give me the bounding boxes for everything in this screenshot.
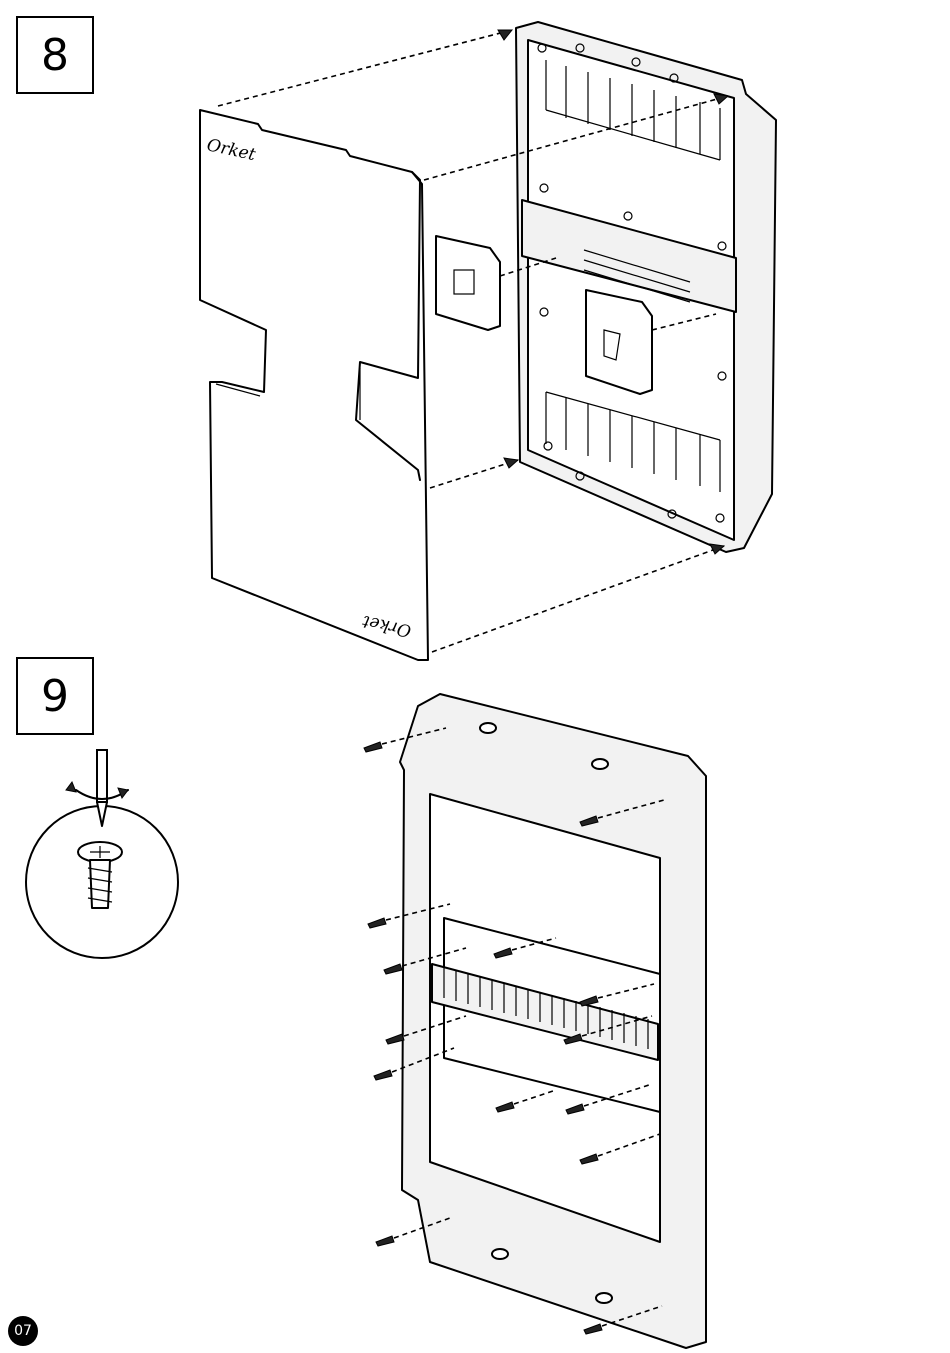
frame-assembly [400, 694, 706, 1348]
screwdriver-detail [26, 750, 178, 958]
page-number: 07 [8, 1316, 38, 1346]
cutout-plate [436, 236, 500, 330]
enclosure-box [516, 22, 776, 552]
screwdriver-icon [97, 750, 107, 802]
cover-panel [200, 110, 428, 660]
